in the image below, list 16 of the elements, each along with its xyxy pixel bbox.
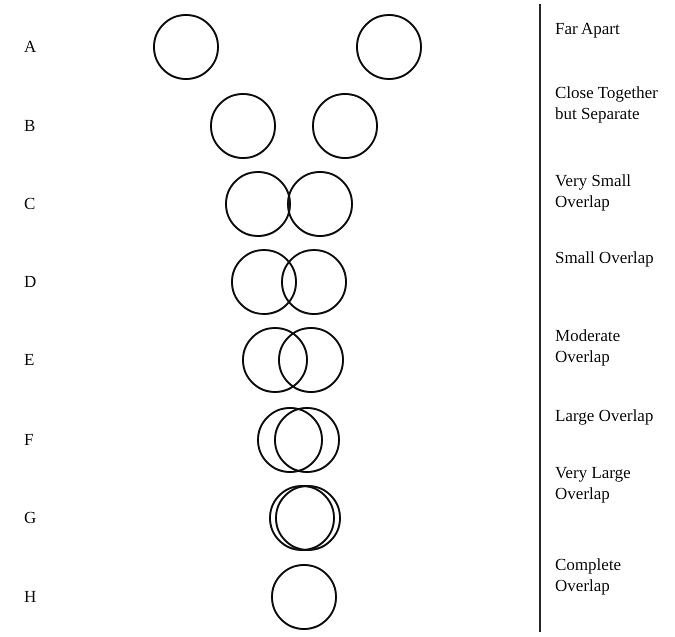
row-letter: H — [24, 586, 36, 607]
row-letter: G — [24, 507, 36, 528]
row-letter: D — [24, 271, 36, 292]
row-letter: B — [24, 115, 36, 136]
row-letter: A — [24, 36, 36, 57]
overlap-label: Very Large Overlap — [555, 462, 632, 504]
overlap-label: Small Overlap — [555, 247, 655, 268]
overlap-label: Far Apart — [555, 18, 621, 39]
row-letter: E — [24, 349, 34, 370]
overlap-label: Close Together but Separate — [555, 82, 659, 124]
row-letter: C — [24, 193, 36, 214]
overlap-label: Moderate Overlap — [555, 325, 622, 367]
overlap-label: Large Overlap — [555, 405, 654, 426]
overlap-label: Complete Overlap — [555, 554, 622, 596]
overlap-label: Very Small Overlap — [555, 170, 632, 212]
row-letter: F — [24, 429, 34, 450]
